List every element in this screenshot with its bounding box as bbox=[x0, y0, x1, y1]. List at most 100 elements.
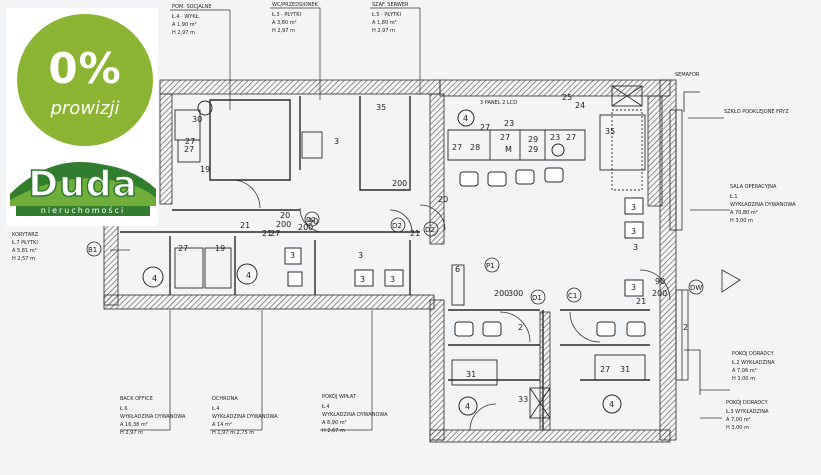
svg-text:Ł.6: Ł.6 bbox=[119, 406, 128, 412]
svg-text:3: 3 bbox=[633, 243, 638, 252]
label-sala: SALA OPERACYJNA bbox=[730, 184, 777, 190]
svg-text:200: 200 bbox=[494, 289, 509, 298]
svg-text:4: 4 bbox=[152, 274, 157, 283]
badge-percent: 0% bbox=[48, 44, 122, 93]
svg-text:21: 21 bbox=[262, 229, 272, 238]
svg-text:3: 3 bbox=[390, 275, 395, 284]
code-c1: C1 bbox=[568, 292, 577, 300]
round-tables bbox=[142, 100, 622, 416]
plan-numbers: 30 27 19 27 19 27 20 200 21 21 20 90 200… bbox=[152, 93, 688, 411]
label-pokoj-wplat: POKÓJ WPŁAT bbox=[322, 393, 357, 400]
room-callouts bbox=[110, 117, 730, 431]
svg-text:21: 21 bbox=[410, 229, 420, 238]
svg-text:27: 27 bbox=[178, 244, 188, 253]
svg-text:4: 4 bbox=[246, 271, 251, 280]
svg-text:6: 6 bbox=[455, 265, 460, 274]
svg-text:30: 30 bbox=[192, 115, 202, 124]
svg-text:Ł.2 WYKŁADZINA: Ł.2 WYKŁADZINA bbox=[731, 360, 775, 366]
svg-text:3: 3 bbox=[631, 227, 636, 236]
svg-text:27: 27 bbox=[480, 123, 490, 132]
svg-text:H 3,00 m: H 3,00 m bbox=[732, 376, 755, 382]
svg-text:200: 200 bbox=[276, 220, 291, 229]
right-window-strip bbox=[669, 91, 741, 395]
svg-text:Ł.3 WYKŁADZINA: Ł.3 WYKŁADZINA bbox=[725, 409, 769, 415]
svg-text:A 70,80 m²: A 70,80 m² bbox=[730, 210, 758, 216]
office-desks bbox=[174, 109, 646, 419]
svg-text:A 8,90 m²: A 8,90 m² bbox=[322, 420, 347, 426]
code-p1: P1 bbox=[486, 262, 495, 270]
svg-text:Ł.4: Ł.4 bbox=[211, 406, 220, 412]
svg-text:27: 27 bbox=[600, 365, 610, 374]
svg-text:19: 19 bbox=[200, 165, 210, 174]
svg-text:21: 21 bbox=[240, 221, 250, 230]
brand-hills-icon bbox=[10, 162, 156, 206]
svg-text:3: 3 bbox=[334, 137, 339, 146]
svg-text:A 7,06 m²: A 7,06 m² bbox=[732, 368, 757, 374]
label-back-office: BACK OFFICE bbox=[120, 396, 153, 402]
room-labels: SEMAFOR 3 PANEL 2 LCD SALA OPERACYJNA Ł.… bbox=[11, 72, 796, 436]
svg-text:H 2,67 m: H 2,67 m bbox=[322, 428, 345, 434]
label-szklo: SZKŁO PODKLEJONE FRYZ bbox=[724, 109, 789, 115]
svg-text:23: 23 bbox=[550, 133, 560, 142]
svg-text:2: 2 bbox=[518, 323, 523, 332]
code-d2-c: D2 bbox=[425, 226, 435, 234]
code-b1: B1 bbox=[88, 246, 97, 254]
svg-text:SZAF. SERWER: SZAF. SERWER bbox=[372, 2, 409, 8]
brand-subtitle: nieruchomości bbox=[16, 206, 150, 216]
label-wykladzina-4: WYKŁADZINA DYWANOWA bbox=[322, 412, 388, 418]
perimeter-walls bbox=[103, 79, 677, 443]
svg-text:A 5,81 m²: A 5,81 m² bbox=[12, 248, 37, 254]
top-callouts bbox=[170, 7, 421, 110]
svg-text:H 3,00 m: H 3,00 m bbox=[726, 425, 749, 431]
svg-text:H 2,97 m: H 2,97 m bbox=[120, 430, 143, 436]
svg-text:Ł.7 PŁYTKI: Ł.7 PŁYTKI bbox=[11, 240, 38, 246]
svg-text:WC/PRZEDSIONEK: WC/PRZEDSIONEK bbox=[272, 2, 319, 8]
svg-text:A 1,80 m²: A 1,80 m² bbox=[372, 20, 397, 26]
svg-text:M: M bbox=[505, 145, 512, 154]
svg-text:4: 4 bbox=[609, 400, 614, 409]
svg-text:4: 4 bbox=[465, 402, 470, 411]
svg-text:Ł.5 · PŁYTKI: Ł.5 · PŁYTKI bbox=[371, 12, 401, 18]
label-wykladzina-1: WYKŁADZINA DYWANOWA bbox=[730, 202, 796, 208]
svg-text:21: 21 bbox=[636, 297, 646, 306]
svg-text:20: 20 bbox=[280, 211, 290, 220]
svg-text:200: 200 bbox=[652, 289, 667, 298]
svg-text:200: 200 bbox=[392, 179, 407, 188]
svg-text:A 16,38 m²: A 16,38 m² bbox=[120, 422, 148, 428]
door-swings bbox=[231, 179, 671, 431]
label-wykladzina-3: WYKŁADZINA DYWANOWA bbox=[212, 414, 278, 420]
label-wykladzina-2: WYKŁADZINA DYWANOWA bbox=[120, 414, 186, 420]
top-callout-text: POM. SOCJALNE Ł.4 · WYKŁ. A 1,90 m² H 2,… bbox=[171, 2, 409, 36]
svg-text:3: 3 bbox=[360, 275, 365, 284]
svg-text:31: 31 bbox=[466, 370, 476, 379]
svg-text:3: 3 bbox=[631, 283, 636, 292]
svg-text:29: 29 bbox=[528, 145, 538, 154]
svg-text:POM. SOCJALNE: POM. SOCJALNE bbox=[172, 4, 212, 10]
svg-text:27: 27 bbox=[270, 229, 280, 238]
svg-text:25: 25 bbox=[562, 93, 572, 102]
label-pokoj-doradcy-2: POKÓJ DORADCY bbox=[726, 399, 769, 406]
svg-text:3: 3 bbox=[358, 251, 363, 260]
svg-text:27: 27 bbox=[184, 145, 194, 154]
agency-logo-panel: 0% prowizji Duda nieruchomości bbox=[6, 8, 158, 226]
svg-text:24: 24 bbox=[575, 101, 585, 110]
svg-text:33: 33 bbox=[518, 395, 528, 404]
code-d2-a: D2 bbox=[306, 216, 316, 224]
svg-text:27: 27 bbox=[500, 133, 510, 142]
brand-name: Duda bbox=[27, 163, 138, 206]
svg-text:Ł.1: Ł.1 bbox=[729, 194, 738, 200]
svg-text:27: 27 bbox=[452, 143, 462, 152]
svg-text:3: 3 bbox=[631, 203, 636, 212]
label-korytarz: KORYTARZ bbox=[12, 232, 39, 238]
svg-text:90: 90 bbox=[308, 217, 318, 226]
svg-text:4: 4 bbox=[463, 114, 468, 123]
svg-text:29: 29 bbox=[528, 135, 538, 144]
svg-text:3: 3 bbox=[290, 251, 295, 260]
column-wall bbox=[539, 311, 551, 431]
label-ochrona: OCHRONA bbox=[212, 396, 238, 402]
svg-text:A 7,00 m²: A 7,00 m² bbox=[726, 417, 751, 423]
svg-text:Ł.3 · PŁYTKI: Ł.3 · PŁYTKI bbox=[271, 12, 301, 18]
svg-text:2: 2 bbox=[683, 323, 688, 332]
svg-text:H 3,00 m: H 3,00 m bbox=[730, 218, 753, 224]
